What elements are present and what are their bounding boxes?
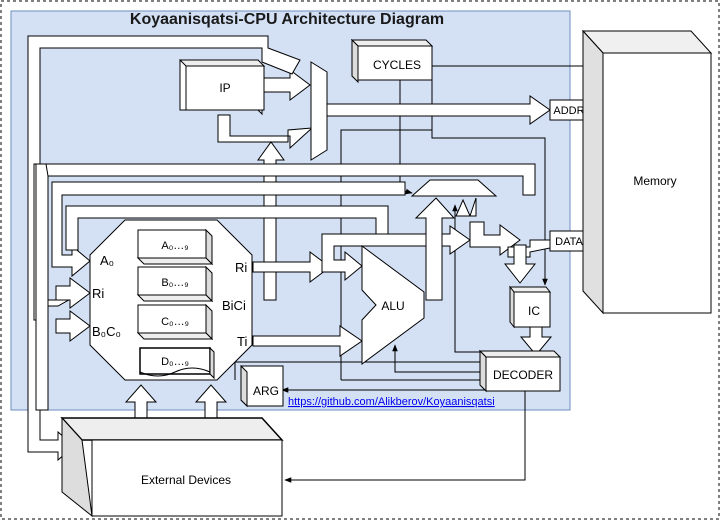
- bank-c-label: C₀…₉: [161, 316, 189, 328]
- bank-a-label: A₀…₉: [161, 240, 188, 252]
- port-ri-left: Ri: [92, 286, 104, 301]
- addr-label: ADDR: [553, 105, 584, 117]
- bank-a: A₀…₉: [136, 228, 214, 266]
- arg-label: ARG: [253, 384, 279, 398]
- ic-block: IC: [508, 285, 552, 329]
- diagram-title: Koyaanisqatsi-CPU Architecture Diagram: [130, 11, 444, 28]
- cycles-block: CYCLES: [350, 38, 434, 84]
- port-ti: Ti: [237, 334, 247, 349]
- bank-b: B₀…₉: [136, 265, 214, 303]
- bank-d-label: D₀…₉: [161, 356, 189, 368]
- register-file: A₀…₉ B₀…₉ C₀…₉ D₀…₉ A₀ Ri B₀C₀ Ri BiCi T…: [89, 219, 253, 381]
- port-ri-right: Ri: [235, 260, 247, 275]
- port-a0: A₀: [100, 253, 114, 268]
- address-selector: [310, 61, 328, 161]
- port-boco: B₀C₀: [92, 324, 121, 339]
- ic-label: IC: [528, 304, 540, 318]
- memory-block: Memory: [581, 29, 713, 315]
- data-mux: [410, 179, 498, 197]
- port-bici: BiCi: [222, 298, 246, 313]
- cycles-label: CYCLES: [373, 58, 421, 72]
- decoder-label: DECODER: [493, 368, 553, 382]
- data-label: DATA: [555, 236, 583, 248]
- data-port: DATA: [549, 230, 591, 252]
- external-devices-label: External Devices: [141, 473, 231, 487]
- ip-label: IP: [219, 81, 230, 95]
- external-devices-block: External Devices: [60, 416, 284, 518]
- bank-b-label: B₀…₉: [161, 277, 188, 289]
- bank-d: D₀…₉: [139, 346, 215, 380]
- ip-block: IP: [178, 59, 266, 116]
- arg-block: ARG: [240, 364, 284, 408]
- decoder-block: DECODER: [478, 349, 562, 393]
- github-link[interactable]: https://github.com/Alikberov/Koyaanisqat…: [288, 396, 495, 408]
- alu-block: ALU: [361, 245, 425, 365]
- alu-label: ALU: [381, 299, 404, 313]
- bank-c: C₀…₉: [136, 303, 214, 341]
- data-buses: [27, 35, 553, 462]
- memory-label: Memory: [633, 174, 676, 188]
